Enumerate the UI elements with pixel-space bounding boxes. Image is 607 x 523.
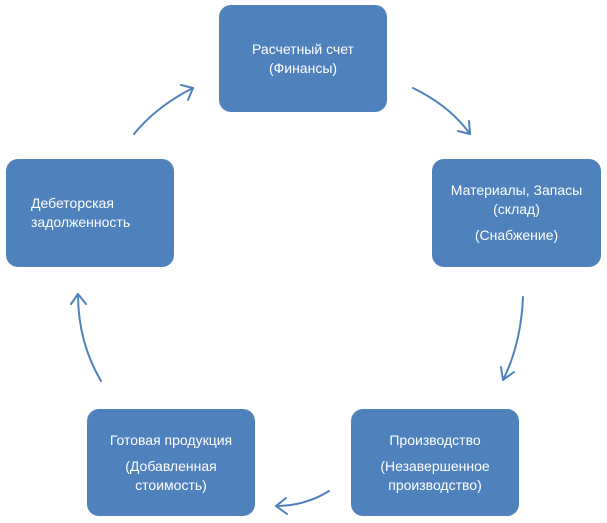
node-goods: Готовая продукция (Добавленная стоимость… <box>87 409 255 516</box>
arrowhead-debt-to-finance <box>180 84 194 101</box>
node-debt: Дебеторская задолженность <box>6 159 174 267</box>
node-materials-line-3: (Снабжение) <box>474 227 559 243</box>
arrowhead-production-to-goods <box>275 497 288 515</box>
arrowhead-goods-to-debt <box>70 293 87 305</box>
arrow-debt-to-finance <box>133 87 194 135</box>
node-materials-line-1: Материалы, Запасы <box>450 182 583 198</box>
node-goods-line-2: (Добавленная <box>125 457 217 474</box>
node-debt-line-1: Дебеторская <box>31 195 114 211</box>
node-goods-line-1: Готовая продукция <box>109 431 233 448</box>
node-production: Производство (Незавершенное производство… <box>351 409 519 516</box>
node-goods-line-3: стоимость) <box>135 476 207 493</box>
arrow-goods-to-debt <box>77 293 102 382</box>
node-debt-line-2: задолженность <box>31 214 131 230</box>
node-finance-line-1: Расчетный счет <box>252 40 354 57</box>
node-production-line-1: Производство <box>389 431 481 448</box>
node-finance-line-2: (Финансы) <box>268 59 338 76</box>
node-materials-line-2: (склад) <box>493 201 540 217</box>
node-finance: Расчетный счет (Финансы) <box>219 5 387 112</box>
arrowhead-materials-to-production <box>500 366 515 381</box>
arrow-finance-to-materials <box>412 87 471 135</box>
arrow-materials-to-production <box>502 296 524 381</box>
arrowhead-finance-to-materials <box>457 120 471 135</box>
node-materials: Материалы, Запасы (склад) (Снабжение) <box>432 159 601 267</box>
node-production-line-3: производство) <box>388 476 482 493</box>
node-production-line-2: (Незавершенное <box>380 457 490 474</box>
arrow-production-to-goods <box>275 490 330 507</box>
